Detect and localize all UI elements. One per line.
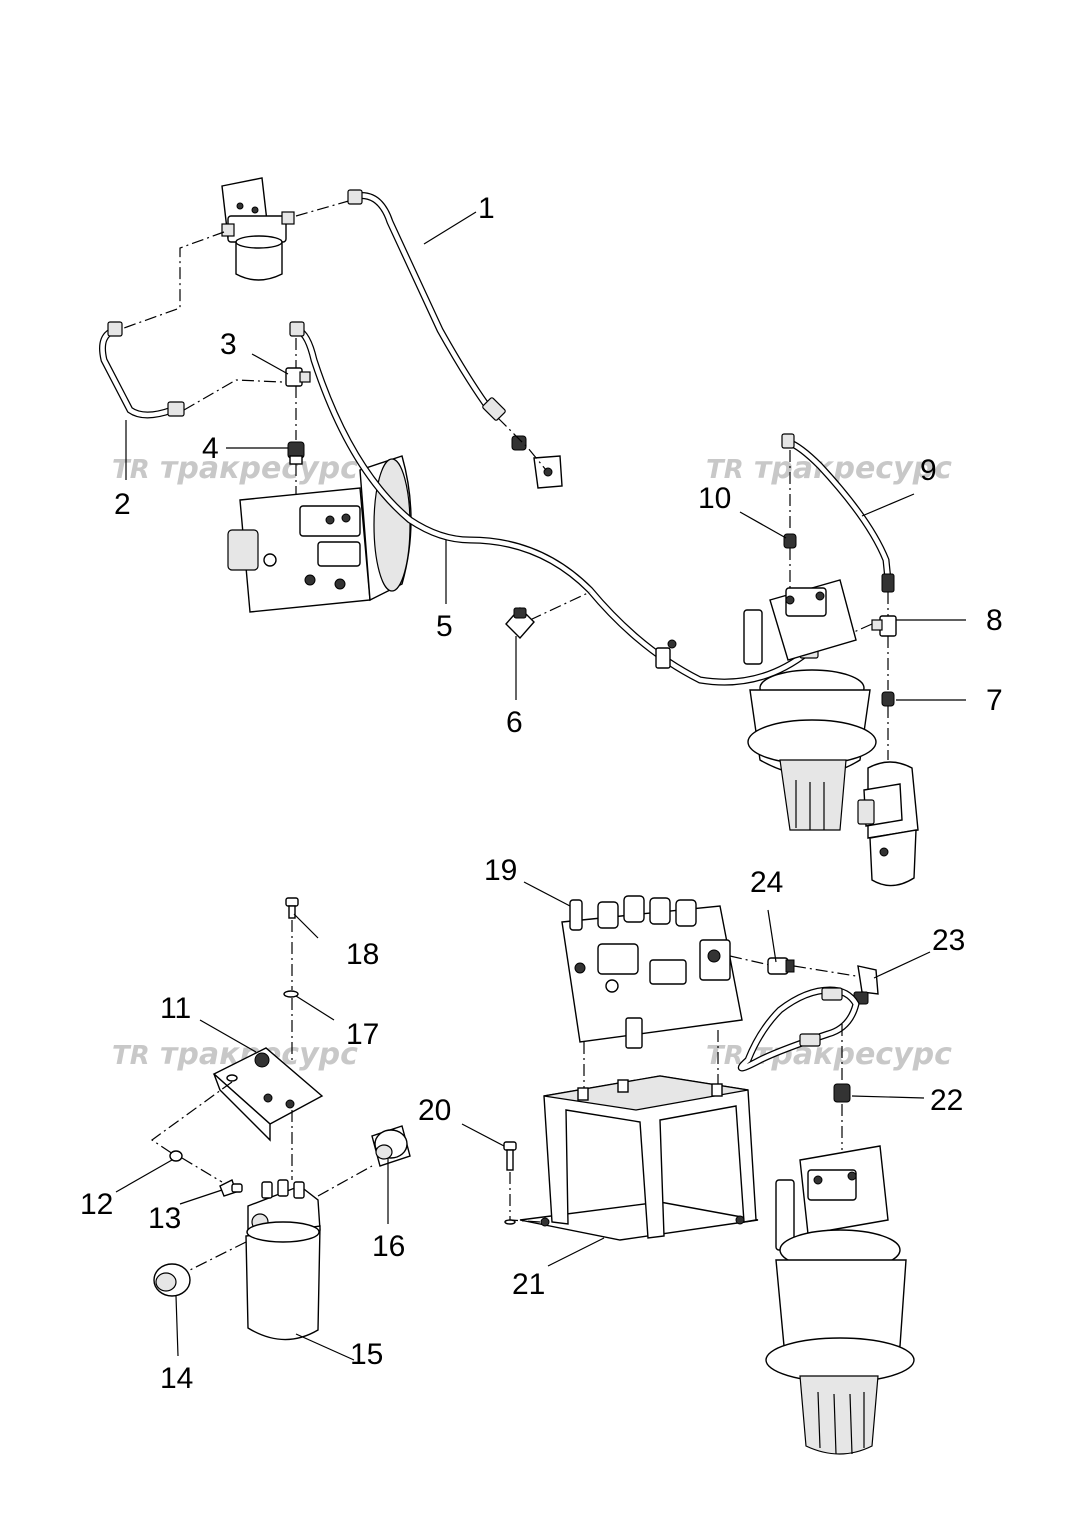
adapter-7 xyxy=(881,691,895,707)
plug-16 xyxy=(371,1125,411,1167)
callout-10: 10 xyxy=(698,482,731,515)
callout-14: 14 xyxy=(160,1362,193,1395)
tee-3 xyxy=(285,367,311,387)
bracket-frame-21 xyxy=(519,1075,759,1241)
watermark-4: TR тракресурс xyxy=(706,1037,952,1072)
filter-15 xyxy=(245,1179,321,1341)
callout-8: 8 xyxy=(986,604,1003,637)
watermark-logo: TR xyxy=(706,455,744,485)
callout-7: 7 xyxy=(986,684,1003,717)
callout-numbers: 1 2 3 4 5 6 7 8 9 10 11 12 13 14 15 16 1… xyxy=(80,192,1003,1395)
fitting-6 xyxy=(505,606,535,640)
adapter-24 xyxy=(767,957,795,975)
hydraulic-pump xyxy=(227,455,412,613)
callout-11: 11 xyxy=(160,992,191,1025)
plug-14 xyxy=(153,1263,191,1297)
callout-20: 20 xyxy=(418,1094,451,1127)
hose-23 xyxy=(737,986,860,1072)
bracket-11 xyxy=(212,1047,324,1142)
callout-24: 24 xyxy=(750,866,783,899)
swing-motor-upper xyxy=(743,579,877,831)
bolt-13 xyxy=(219,1179,243,1197)
watermark-text: тракресурс xyxy=(754,451,952,486)
top-filter xyxy=(221,177,295,281)
callout-19: 19 xyxy=(484,854,517,887)
center-joint xyxy=(857,761,919,887)
watermark-logo: TR xyxy=(112,1041,150,1071)
watermark-logo: TR xyxy=(112,455,150,485)
callout-18: 18 xyxy=(346,938,379,971)
watermark-logo: TR xyxy=(706,1041,744,1071)
watermark-text: тракресурс xyxy=(754,1037,952,1072)
callout-3: 3 xyxy=(220,328,237,361)
callout-4: 4 xyxy=(202,432,219,465)
bolt-20 xyxy=(503,1141,517,1171)
callout-2: 2 xyxy=(114,488,131,521)
control-valve-19 xyxy=(561,895,743,1049)
callout-5: 5 xyxy=(436,610,453,643)
tee-8 xyxy=(871,615,897,637)
callout-6: 6 xyxy=(506,706,523,739)
callout-1: 1 xyxy=(478,192,495,225)
callout-21: 21 xyxy=(512,1268,545,1301)
callout-23: 23 xyxy=(932,924,965,957)
watermark-1: TR тракресурс xyxy=(112,451,358,486)
hose-1 xyxy=(347,189,563,489)
callout-9: 9 xyxy=(920,454,937,487)
watermark-2: TR тракресурс xyxy=(706,451,952,486)
washer-12 xyxy=(169,1150,183,1162)
washer-17 xyxy=(283,990,299,998)
adapter-4 xyxy=(287,441,305,465)
swing-motor-lower xyxy=(765,1145,915,1455)
callout-15: 15 xyxy=(350,1338,383,1371)
adapter-10 xyxy=(783,533,797,549)
callout-22: 22 xyxy=(930,1084,963,1117)
callout-12: 12 xyxy=(80,1188,113,1221)
hose-9 xyxy=(781,433,895,593)
watermark-text: тракресурс xyxy=(160,451,358,486)
hose-2 xyxy=(99,321,185,419)
callout-16: 16 xyxy=(372,1230,405,1263)
callout-13: 13 xyxy=(148,1202,181,1235)
bolt-18 xyxy=(285,897,299,919)
elbow-23 xyxy=(853,965,879,1005)
callout-17: 17 xyxy=(346,1018,379,1051)
leader-lines xyxy=(115,211,966,1361)
adapter-22 xyxy=(833,1083,851,1103)
